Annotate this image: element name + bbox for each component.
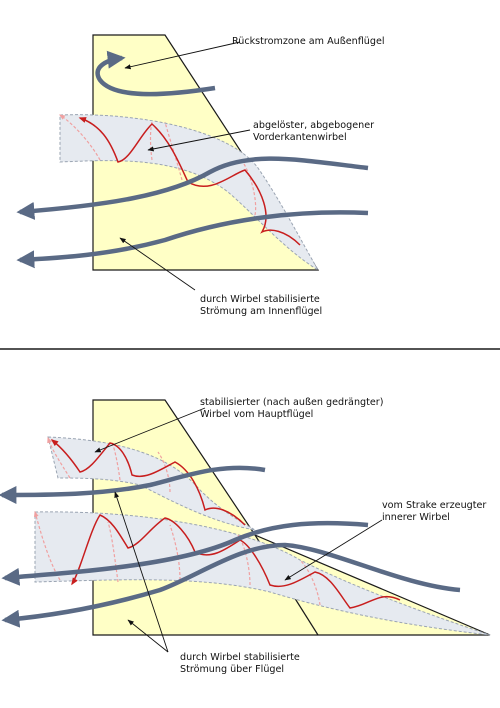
bottom-label-stabilized-flow-2: Strömung über Flügel xyxy=(180,664,284,675)
bottom-label-stabilized-vortex-2: Wirbel vom Hauptflügel xyxy=(200,409,313,420)
top-label-stabilized-1: durch Wirbel stabilisierte xyxy=(200,294,320,305)
bottom-leader-stabilized-vortex xyxy=(94,407,206,453)
bottom-label-stabilized-flow-1: durch Wirbel stabilisierte xyxy=(180,652,300,663)
top-label-backflow: Rückstromzone am Außenflügel xyxy=(232,36,385,47)
top-vortex-sheet xyxy=(59,114,320,272)
bottom-label-stabilized-vortex-1: stabilisierter (nach außen gedrängter) xyxy=(200,397,383,408)
bottom-leader-flow-b xyxy=(127,619,169,653)
top-label-detached-2: Vorderkantenwirbel xyxy=(253,132,347,143)
top-label-detached-1: abgelöster, abgebogener xyxy=(253,120,374,131)
bottom-label-strake-vortex-1: vom Strake erzeugter xyxy=(382,500,486,511)
top-label-stabilized-2: Strömung am Innenflügel xyxy=(200,306,322,317)
top-panel: Rückstromzone am Außenflügel abgelöster,… xyxy=(16,34,385,317)
top-leader-backflow xyxy=(124,41,241,70)
bottom-panel: stabilisierter (nach außen gedrängter) W… xyxy=(0,397,491,675)
top-backflow-arrow xyxy=(95,50,216,97)
bottom-leader-strake-vortex xyxy=(284,519,383,581)
bottom-lower-vortex-front-strand xyxy=(71,514,401,609)
bottom-leader-flow-a xyxy=(114,491,169,653)
top-leader-vortex xyxy=(147,129,251,152)
bottom-flow-line-1 xyxy=(0,465,266,504)
top-leader-stabilized xyxy=(119,237,196,291)
top-flow-line-upper xyxy=(16,156,369,220)
bottom-flow-line-2 xyxy=(1,520,369,586)
bottom-flow-line-3 xyxy=(1,542,461,628)
bottom-label-strake-vortex-2: innerer Wirbel xyxy=(382,512,450,523)
top-flow-line-lower xyxy=(16,210,369,269)
bottom-upper-vortex-front-strand xyxy=(50,439,246,526)
